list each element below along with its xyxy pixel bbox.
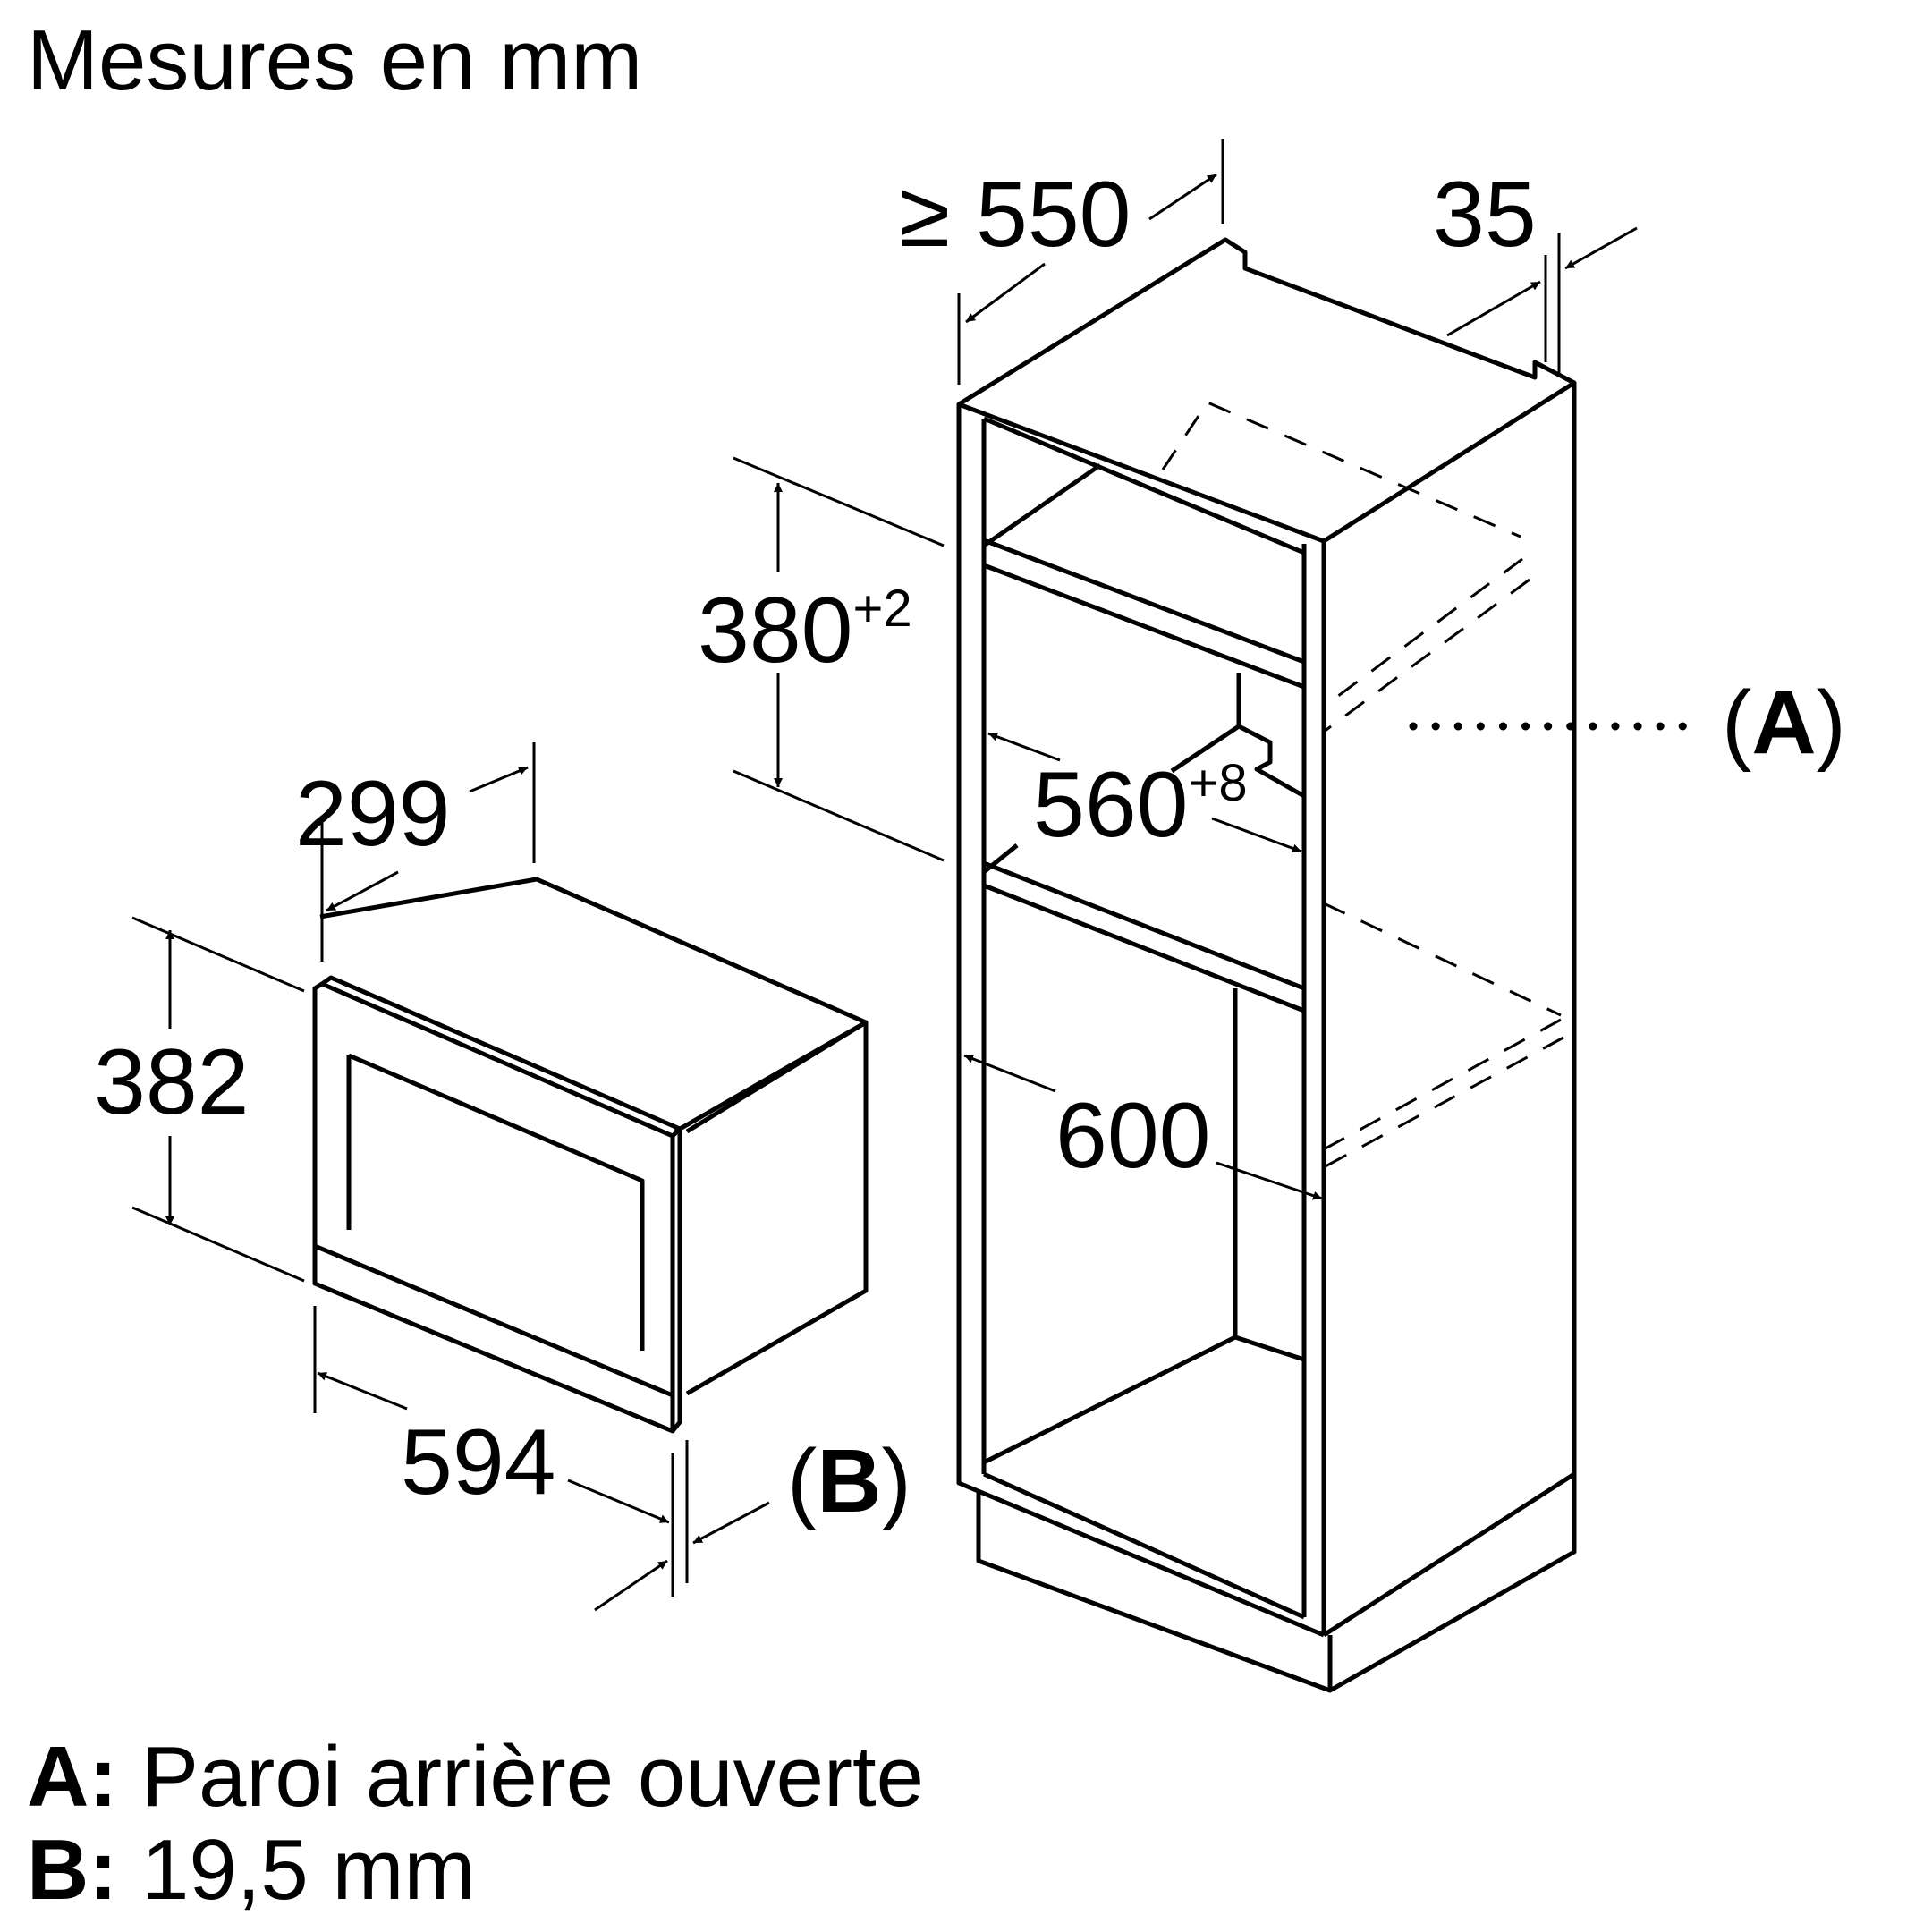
legend-item-a: A: Paroi arrière ouverte [27,1731,924,1824]
dim-niche-depth: ≥ 550 [899,163,1131,267]
callout-a: (A) [1722,673,1846,773]
dim-appliance-depth: 299 [295,762,451,866]
dim-niche-height-tolerance: +2 [853,580,912,638]
cabinet-dimension-lines [733,139,1638,1200]
legend-text: Paroi arrière ouverte [140,1729,925,1825]
dim-niche-width-tolerance: +8 [1189,754,1248,812]
page-title: Mesures en mm [27,13,643,108]
dim-appliance-width: 594 [401,1411,556,1514]
dim-niche-height-value: 380 [698,579,853,682]
legend-key: A: [27,1729,118,1825]
dim-cabinet-width: 600 [1055,1084,1211,1188]
hidden-lines [1161,401,1564,1169]
dim-niche-width-value: 560 [1033,753,1189,857]
tall-cabinet [956,237,1577,1693]
legend-item-b: B: 19,5 mm [27,1824,924,1917]
callout-b: (B) [787,1431,911,1531]
built-in-appliance [312,877,869,1434]
dim-appliance-height: 382 [94,1030,250,1134]
appliance-dimension-lines [131,742,770,1612]
dim-top-gap: 35 [1433,163,1537,267]
legend-key: B: [27,1822,118,1918]
dim-niche-height: 380+2 [698,579,912,682]
legend-text: 19,5 mm [140,1822,476,1918]
legend: A: Paroi arrière ouverte B: 19,5 mm [27,1731,924,1917]
dim-niche-width: 560+8 [1033,753,1248,857]
